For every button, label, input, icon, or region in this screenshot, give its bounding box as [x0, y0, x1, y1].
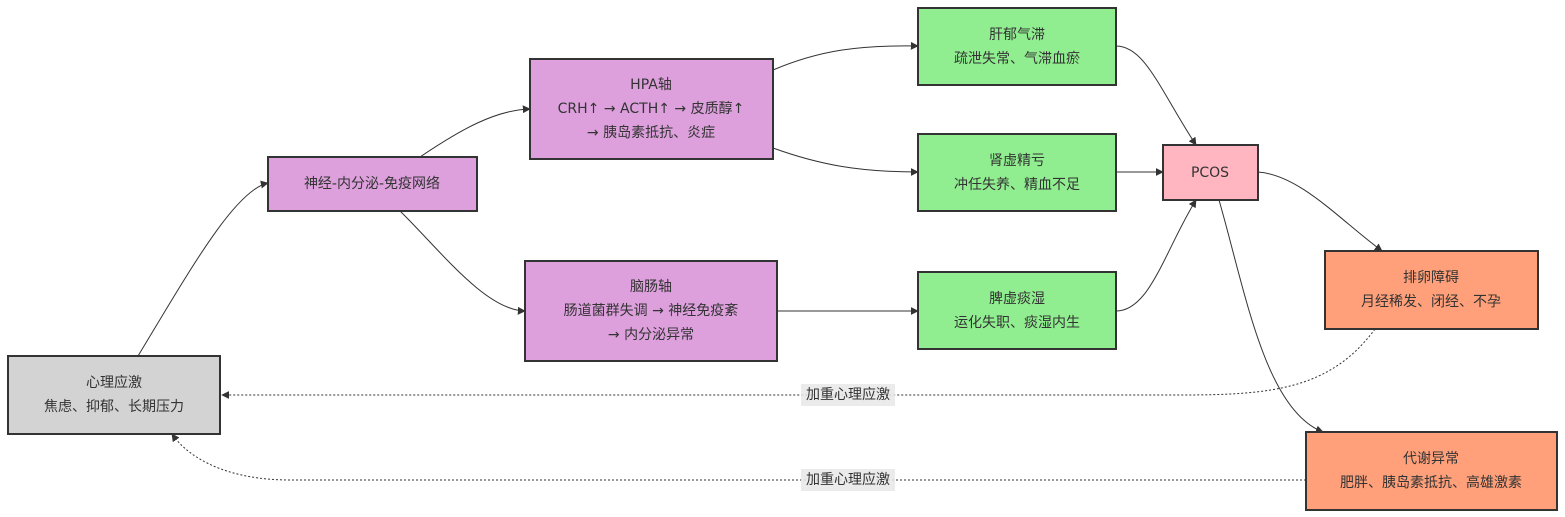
node-metabolic-detail: 肥胖、胰岛素抵抗、高雄激素: [1340, 474, 1522, 491]
node-network-title: 神经-内分泌-免疫网络: [304, 176, 440, 192]
node-spleen: 脾虚痰湿 运化失职、痰湿内生: [917, 271, 1117, 350]
edge-pcos-to-ovulation: [1257, 171, 1383, 252]
node-spleen-title: 脾虚痰湿: [989, 291, 1045, 307]
node-ovulation: 排卵障碍 月经稀发、闭经、不孕: [1324, 250, 1539, 330]
node-gut: 脑肠轴 肠道菌群失调 → 神经免疫紊 → 内分泌异常: [524, 260, 778, 362]
node-ovulation-title: 排卵障碍: [1403, 270, 1459, 286]
edge-network-to-hpa: [419, 105, 531, 158]
edge-pcos-to-metabolic: [1218, 199, 1324, 434]
node-hpa-detail-1: CRH↑ → ACTH↑ → 皮质醇↑: [558, 100, 745, 117]
edge-hpa-to-liver: [772, 41, 919, 71]
edge-liver-to-pcos: [1115, 45, 1197, 146]
node-stress-detail: 焦虑、抑郁、长期压力: [44, 399, 184, 415]
node-spleen-detail: 运化失职、痰湿内生: [954, 315, 1080, 331]
edge-label-ovulation-feedback: 加重心理应激: [801, 384, 895, 406]
edge-stress-to-network: [137, 180, 269, 357]
edge-network-to-gut: [399, 210, 526, 315]
node-pcos-title: PCOS: [1191, 165, 1229, 181]
edge-spleen-to-pcos: [1115, 199, 1197, 312]
node-pcos: PCOS: [1162, 144, 1259, 201]
node-metabolic-title: 代谢异常: [1403, 451, 1459, 467]
node-gut-detail-1: 肠道菌群失调 → 神经免疫紊: [564, 302, 739, 319]
edge-metabolic-to-stress: [171, 433, 1306, 481]
node-kidney-title: 肾虚精亏: [989, 153, 1045, 169]
node-hpa-detail-2: → 胰岛素抵抗、炎症: [587, 125, 715, 141]
node-metabolic: 代谢异常 肥胖、胰岛素抵抗、高雄激素: [1305, 431, 1558, 511]
edge-label-metabolic-feedback: 加重心理应激: [801, 469, 895, 491]
node-hpa: HPA轴 CRH↑ → ACTH↑ → 皮质醇↑ → 胰岛素抵抗、炎症: [529, 58, 774, 160]
node-liver-title: 肝郁气滞: [989, 27, 1045, 43]
node-hpa-title: HPA轴: [630, 77, 672, 93]
edge-hpa-to-kidney: [772, 147, 919, 176]
edges: [137, 41, 1383, 481]
node-network: 神经-内分泌-免疫网络: [267, 156, 478, 212]
node-ovulation-detail: 月经稀发、闭经、不孕: [1361, 294, 1501, 310]
node-kidney-detail: 冲任失养、精血不足: [954, 177, 1080, 193]
node-kidney: 肾虚精亏 冲任失养、精血不足: [917, 133, 1117, 212]
edge-label-ovulation-feedback-text: 加重心理应激: [806, 386, 890, 403]
node-liver: 肝郁气滞 疏泄失常、气滞血瘀: [917, 7, 1117, 86]
edge-ovulation-to-stress: [221, 328, 1376, 399]
node-gut-detail-2: → 内分泌异常: [608, 327, 694, 343]
node-stress-title: 心理应激: [86, 374, 142, 391]
node-stress: 心理应激 焦虑、抑郁、长期压力: [7, 355, 221, 435]
edge-label-metabolic-feedback-text: 加重心理应激: [806, 471, 890, 488]
node-gut-title: 脑肠轴: [630, 279, 672, 295]
node-liver-detail: 疏泄失常、气滞血瘀: [954, 50, 1080, 67]
